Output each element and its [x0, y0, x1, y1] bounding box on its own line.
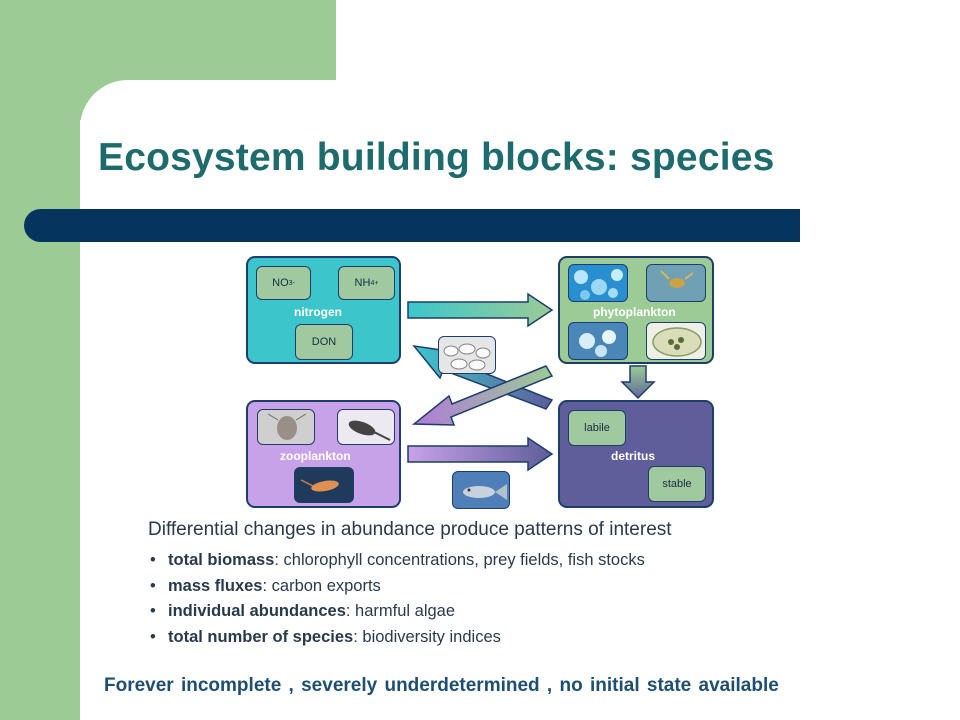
detritus-label: detritus — [611, 449, 655, 463]
phytoplankton-label: phytoplankton — [593, 305, 676, 319]
bullet-list: total biomass: chlorophyll concentration… — [148, 548, 645, 650]
phytoplankton-box: phytoplankton — [558, 256, 714, 364]
bullet-item: mass fluxes: carbon exports — [148, 574, 645, 600]
footer-statement: Forever incomplete , severely underdeter… — [104, 675, 779, 697]
don-chip: DON — [295, 324, 353, 360]
phytoplankton-image-2 — [646, 264, 706, 302]
zooplankton-image-3 — [294, 467, 354, 503]
labile-chip: labile — [568, 410, 626, 446]
fish-image — [452, 471, 510, 509]
subheading: Differential changes in abundance produc… — [148, 519, 672, 541]
zooplankton-label: zooplankton — [280, 449, 351, 463]
bacteria-image — [438, 336, 496, 374]
arrow-nitrogen-to-phytoplankton — [408, 294, 552, 326]
bullet-item: individual abundances: harmful algae — [148, 599, 645, 625]
bullet-item: total number of species: biodiversity in… — [148, 625, 645, 651]
phytoplankton-image-1 — [568, 264, 628, 302]
zooplankton-box: zooplankton — [246, 400, 401, 508]
bullet-item: total biomass: chlorophyll concentration… — [148, 548, 645, 574]
phytoplankton-image-3 — [568, 322, 628, 360]
stable-chip: stable — [648, 466, 706, 502]
detritus-box: labile detritus stable — [558, 400, 714, 508]
zooplankton-image-1 — [257, 409, 315, 445]
phytoplankton-image-4 — [646, 322, 706, 360]
arrow-zooplankton-to-detritus — [408, 438, 552, 470]
zooplankton-image-2 — [337, 409, 395, 445]
arrow-phytoplankton-to-detritus — [622, 366, 654, 398]
nitrogen-label: nitrogen — [294, 305, 342, 319]
